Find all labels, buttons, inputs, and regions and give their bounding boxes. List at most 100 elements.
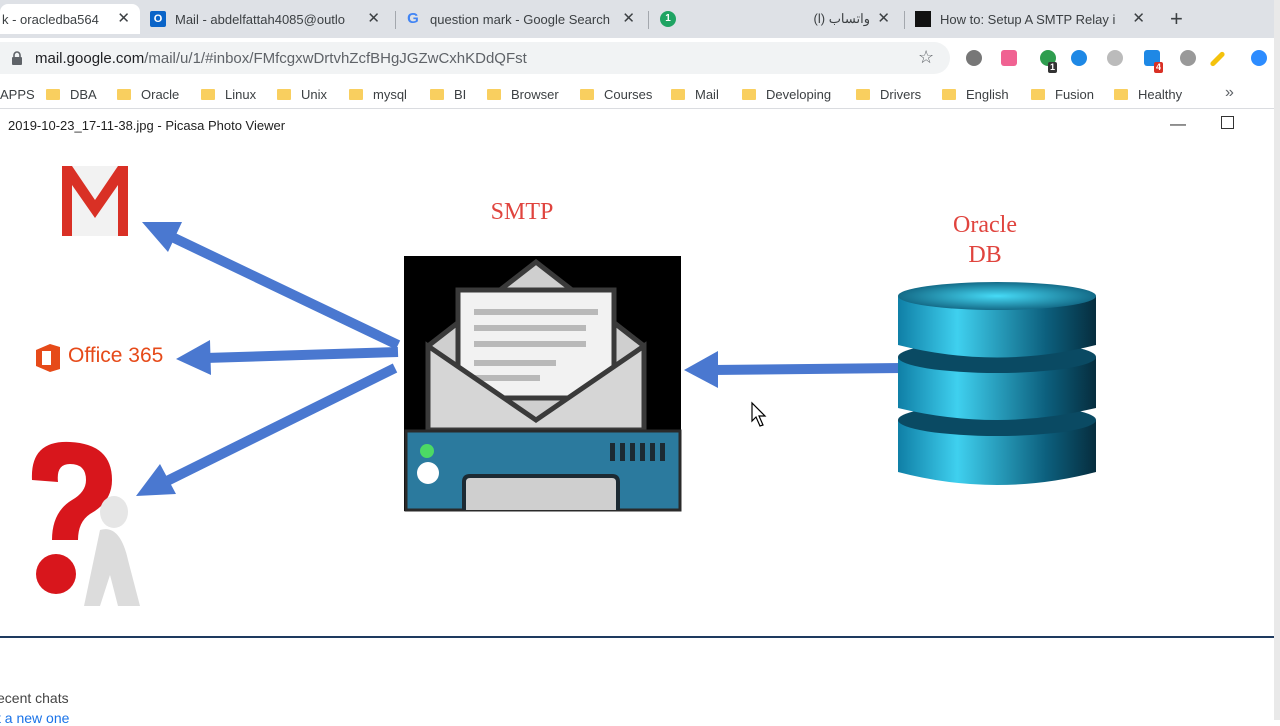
- extension-eye-icon[interactable]: [1180, 50, 1196, 66]
- new-tab-plus-icon[interactable]: +: [1170, 6, 1183, 31]
- gmail-logo: [62, 166, 128, 236]
- bookmark-folder[interactable]: Developing: [742, 86, 831, 102]
- bookmark-label: Browser: [511, 86, 559, 102]
- tab-strip: k - oracledba564 ✕ O Mail - abdelfattah4…: [0, 0, 1280, 38]
- tab-title: question mark - Google Search: [430, 11, 610, 27]
- folder-icon: [742, 88, 756, 100]
- bookmark-folder[interactable]: Unix: [277, 86, 327, 102]
- bookmark-folder[interactable]: Mail: [671, 86, 719, 102]
- tab-separator: [904, 11, 905, 29]
- tab-separator: [395, 11, 396, 29]
- extension-globe-icon[interactable]: [1071, 50, 1087, 66]
- tab-smtp-relay[interactable]: How to: Setup A SMTP Relay i ✕: [915, 4, 1155, 34]
- bookmark-folder[interactable]: BI: [430, 86, 466, 102]
- bookmark-label: Fusion: [1055, 86, 1095, 102]
- bookmark-apps[interactable]: APPS: [0, 86, 35, 102]
- folder-icon: [580, 88, 594, 100]
- bookmark-label: DBA: [70, 86, 97, 102]
- db-label: DB: [968, 242, 1002, 268]
- bookmark-label: Developing: [766, 86, 832, 102]
- question-mark-figure: [31, 441, 140, 606]
- close-icon[interactable]: ✕: [622, 10, 635, 27]
- bookmark-folder[interactable]: mysql: [349, 86, 407, 102]
- tab-gmail-oracledba[interactable]: k - oracledba564 ✕: [0, 4, 140, 34]
- extension-circle-icon[interactable]: [966, 50, 982, 66]
- close-icon[interactable]: ✕: [117, 10, 130, 27]
- folder-icon: [942, 88, 956, 100]
- folder-icon: [1031, 88, 1045, 100]
- tab-title: k - oracledba564: [2, 11, 99, 27]
- viewer-title: 2019-10-23_17-11-38.jpg - Picasa Photo V…: [8, 118, 286, 133]
- tab-title: (l) واتساب: [813, 11, 870, 26]
- folder-icon: [856, 88, 870, 100]
- close-icon[interactable]: ✕: [877, 10, 890, 27]
- extension-note-icon[interactable]: [1001, 50, 1017, 66]
- close-icon[interactable]: ✕: [1132, 10, 1145, 27]
- bookmark-label: BI: [454, 86, 467, 102]
- folder-icon: [201, 88, 215, 100]
- bookmark-label: Drivers: [880, 86, 922, 102]
- arrow-to-unknown: [136, 363, 398, 496]
- tab-pinned-whatsapp-notification[interactable]: 1: [660, 4, 692, 34]
- arrow-to-office365: [176, 340, 399, 375]
- tab-google-search[interactable]: G question mark - Google Search ✕: [405, 4, 645, 34]
- extension-gear-icon[interactable]: [1107, 50, 1123, 66]
- bookmark-folder[interactable]: DBA: [46, 86, 97, 102]
- folder-icon: [117, 88, 131, 100]
- gmail-background: [0, 638, 1274, 720]
- tab-title: How to: Setup A SMTP Relay i: [940, 11, 1116, 27]
- arrow-to-gmail: [142, 222, 401, 350]
- folder-icon: [430, 88, 444, 100]
- outlook-icon: O: [150, 11, 166, 27]
- smtp-server-icon: [404, 256, 682, 512]
- google-icon: G: [407, 10, 419, 27]
- tab-whatsapp[interactable]: (l) واتساب ✕: [700, 4, 900, 34]
- bookmark-folder[interactable]: Fusion: [1031, 86, 1094, 102]
- folder-icon: [349, 88, 363, 100]
- site-icon: [915, 11, 931, 27]
- bookmark-label: Unix: [301, 86, 328, 102]
- bookmark-folder[interactable]: Healthy: [1114, 86, 1182, 102]
- more-bookmarks-chevron-icon[interactable]: »: [1225, 84, 1234, 101]
- folder-icon: [671, 88, 685, 100]
- folder-icon: [46, 88, 60, 100]
- bookmark-folder[interactable]: Browser: [487, 86, 559, 102]
- office-365-label: Office 365: [68, 344, 164, 367]
- scrollbar[interactable]: [1274, 0, 1280, 720]
- folder-icon: [277, 88, 291, 100]
- close-icon[interactable]: ✕: [367, 10, 380, 27]
- extension-badge: 4: [1154, 62, 1164, 73]
- bookmark-folder[interactable]: English: [942, 86, 1009, 102]
- tab-separator: [648, 11, 649, 29]
- bookmark-star-icon[interactable]: ☆: [918, 47, 935, 67]
- maximize-icon[interactable]: [1221, 116, 1234, 129]
- recent-chats-label: ecent chats: [0, 690, 69, 706]
- extension-badge: 1: [1048, 62, 1058, 73]
- folder-icon: [1114, 88, 1128, 100]
- tab-outlook-mail[interactable]: O Mail - abdelfattah4085@outlo ✕: [150, 4, 390, 34]
- minimize-icon[interactable]: —: [1170, 116, 1186, 133]
- bookmark-label: Linux: [225, 86, 257, 102]
- bookmark-label: mysql: [373, 86, 407, 102]
- bookmark-folder[interactable]: Courses: [580, 86, 652, 102]
- bookmarks-bar: APPS DBA Oracle Linux Unix mysql BI Brow…: [0, 80, 1280, 109]
- smtp-label: SMTP: [490, 199, 554, 225]
- url-host: mail.google.com: [35, 50, 145, 67]
- bookmark-label: English: [966, 86, 1009, 102]
- url-text: mail.google.com/mail/u/1/#inbox/FMfcgxwD…: [35, 50, 527, 67]
- mouse-cursor-icon: [751, 401, 767, 427]
- extension-zoom-icon[interactable]: [1251, 50, 1267, 66]
- browser-toolbar: mail.google.com/mail/u/1/#inbox/FMfcgxwD…: [0, 38, 1280, 80]
- tab-title: Mail - abdelfattah4085@outlo: [175, 11, 346, 27]
- oracle-label: Oracle: [953, 212, 1017, 238]
- bookmark-label: Oracle: [141, 86, 180, 102]
- smtp-diagram: [31, 166, 1096, 606]
- folder-icon: [487, 88, 501, 100]
- start-new-chat-link[interactable]: t a new one: [0, 710, 70, 726]
- bookmark-folder[interactable]: Drivers: [856, 86, 921, 102]
- notification-icon: 1: [660, 11, 676, 27]
- bookmark-folder[interactable]: Oracle: [117, 86, 179, 102]
- address-bar[interactable]: mail.google.com/mail/u/1/#inbox/FMfcgxwD…: [0, 42, 950, 74]
- arrow-from-oracle-db: [684, 351, 906, 388]
- bookmark-folder[interactable]: Linux: [201, 86, 256, 102]
